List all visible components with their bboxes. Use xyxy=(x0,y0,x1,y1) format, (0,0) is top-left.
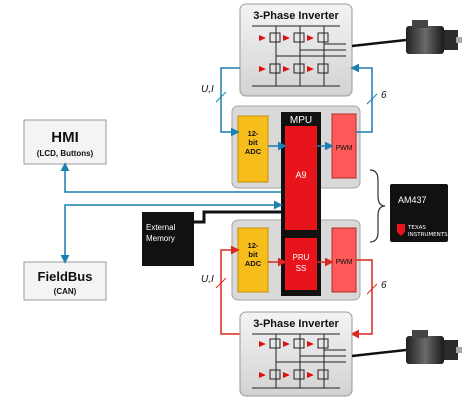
inverter-top-gate-arrows xyxy=(259,35,314,72)
svg-text:ADC: ADC xyxy=(245,147,262,156)
hmi-title: HMI xyxy=(51,129,79,146)
inverter-top: 3-Phase Inverter xyxy=(239,3,353,97)
fieldbus-subtitle: (CAN) xyxy=(54,287,77,296)
external-memory-block: External Memory xyxy=(142,212,194,266)
mpu-a9-label: A9 xyxy=(295,170,306,180)
motor-top-icon xyxy=(406,20,462,54)
inverter-bottom-gate-arrows xyxy=(259,341,314,378)
pwm-bottom-lines-label: 6 xyxy=(381,280,387,291)
fieldbus-title: FieldBus xyxy=(38,269,93,284)
inverter-top-title: 3-Phase Inverter xyxy=(253,10,339,22)
signal-top-label: U,I xyxy=(201,84,214,95)
inverter-top-switch-schematic xyxy=(252,25,346,87)
processor-bracket xyxy=(369,169,386,243)
link-mpu-to-fieldbus xyxy=(60,200,283,264)
svg-text:PWM: PWM xyxy=(335,145,352,152)
hmi-subtitle: (LCD, Buttons) xyxy=(37,149,94,158)
svg-text:ADC: ADC xyxy=(245,259,262,268)
signal-pwm-top-to-inverter xyxy=(350,63,373,133)
motor-bottom-cable xyxy=(351,348,407,358)
pwm-top: PWM xyxy=(331,113,357,179)
hmi-block: HMI (LCD, Buttons) xyxy=(23,119,107,165)
signal-bottom-label: U,I xyxy=(201,274,214,285)
mpu-pru-label: PRU xyxy=(293,253,310,262)
signal-bottom-slash xyxy=(215,277,227,289)
mpu-pru-subsystem xyxy=(285,238,317,290)
pwm-top-bus-slash xyxy=(366,93,378,105)
svg-text:12-: 12- xyxy=(248,129,259,138)
external-memory-label-1: External xyxy=(146,223,176,232)
pwm-bottom: PWM xyxy=(331,227,357,293)
mpu-a9-core xyxy=(285,126,317,230)
signal-inverter-bottom-to-adc xyxy=(220,245,240,335)
mpu-pru-label-2: SS xyxy=(296,264,307,273)
chip-vendor-2: INSTRUMENTS xyxy=(408,232,448,238)
external-memory-label-2: Memory xyxy=(146,234,175,243)
signal-pwm-bottom-to-inverter xyxy=(350,259,373,339)
svg-text:bit: bit xyxy=(248,250,258,259)
mpu-block: MPU A9 PRU SS xyxy=(281,112,321,296)
inverter-bottom-switch-schematic xyxy=(252,333,346,389)
link-mpu-to-external-memory xyxy=(194,210,281,224)
pwm-bottom-bus-slash xyxy=(366,283,378,295)
adc-bottom: 12- bit ADC xyxy=(237,227,269,293)
signal-top-slash xyxy=(215,91,227,103)
ti-logo-icon xyxy=(397,224,405,236)
inverter-bottom-title: 3-Phase Inverter xyxy=(253,318,339,330)
link-mpu-to-hmi xyxy=(60,162,281,193)
inverter-bottom: 3-Phase Inverter xyxy=(239,311,353,397)
motor-top-cable xyxy=(351,38,407,48)
svg-text:bit: bit xyxy=(248,138,258,147)
svg-text:PWM: PWM xyxy=(335,259,352,266)
signal-inverter-top-to-adc xyxy=(220,67,240,137)
mpu-title: MPU xyxy=(290,115,312,126)
svg-text:12-: 12- xyxy=(248,241,259,250)
am437-chip: AM437 TEXAS INSTRUMENTS xyxy=(390,184,448,242)
fieldbus-block: FieldBus (CAN) xyxy=(23,261,107,301)
chip-vendor-1: TEXAS xyxy=(407,225,426,231)
adc-top: 12- bit ADC xyxy=(237,115,269,183)
motor-bottom-icon xyxy=(406,330,462,364)
chip-name: AM437 xyxy=(398,195,427,205)
pwm-top-lines-label: 6 xyxy=(381,90,387,101)
